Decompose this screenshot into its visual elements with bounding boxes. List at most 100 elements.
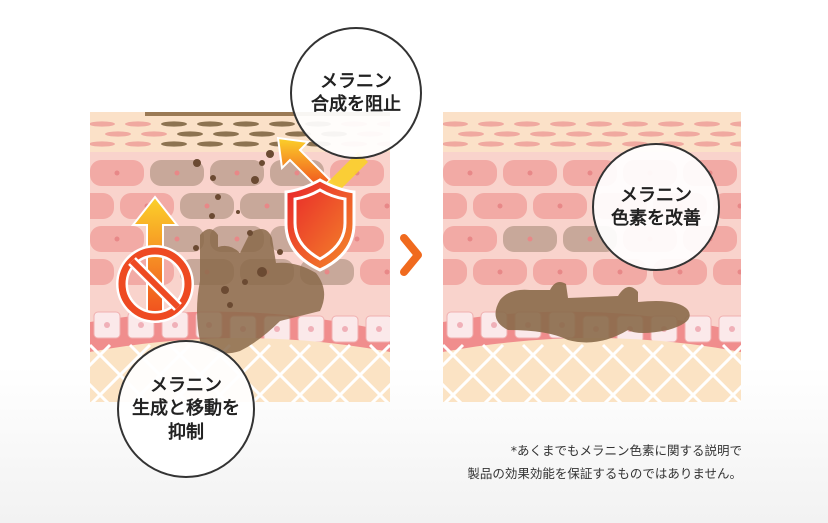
- cell-nucleus: [204, 203, 210, 209]
- dermis-fiber: [763, 345, 823, 405]
- cell-nucleus: [587, 236, 593, 242]
- melanin-cluster-after: [495, 282, 690, 343]
- corneum-cell: [458, 131, 484, 137]
- corneum-cell: [478, 141, 504, 147]
- corneum-cell: [125, 141, 151, 147]
- epidermal-cell: [90, 259, 114, 285]
- epidermal-cell: [390, 160, 444, 186]
- skin-panel-after: [438, 112, 828, 405]
- cell-nucleus: [384, 269, 390, 275]
- epidermal-cell: [713, 259, 741, 285]
- corneum-cell: [90, 121, 115, 127]
- corneum-cell: [602, 131, 628, 137]
- cell-nucleus: [85, 270, 90, 275]
- cell-nucleus: [438, 204, 443, 209]
- deflected-arrow-left-icon: [276, 136, 332, 192]
- cell-nucleus: [174, 170, 180, 176]
- bubble-line: 生成と移動を: [132, 398, 240, 420]
- epidermal-cell: [30, 226, 84, 252]
- melanin-particle: [193, 159, 201, 167]
- melanin-particle: [215, 194, 221, 200]
- corneum-cell: [443, 121, 468, 127]
- corneum-cell: [249, 131, 275, 137]
- cell-nucleus: [415, 171, 420, 176]
- melanin-particle: [242, 279, 248, 285]
- corneum-cell: [478, 121, 504, 127]
- cell-nucleus: [114, 236, 120, 242]
- cell-nucleus: [557, 269, 563, 275]
- cell-nucleus: [677, 269, 683, 275]
- melanin-particle: [193, 245, 199, 251]
- cell-nucleus: [174, 236, 180, 242]
- melanin-particle: [259, 160, 265, 166]
- corneum-cell: [730, 141, 741, 147]
- chevron-right-icon: [400, 234, 422, 276]
- cell-nucleus: [497, 269, 503, 275]
- corneum-cell: [514, 141, 540, 147]
- dermis-fiber: [370, 382, 390, 402]
- bubble-improve-pigment: メラニン 色素を改善: [592, 143, 720, 271]
- disclaimer: *あくまでもメラニン色素に関する説明で 製品の効果効能を保証するものではありませ…: [467, 440, 742, 485]
- dermis-fiber: [10, 345, 70, 405]
- melanin-particle: [221, 286, 229, 294]
- cell-nucleus: [527, 236, 533, 242]
- bubble-line: 抑制: [168, 421, 204, 443]
- epidermal-cell: [743, 160, 797, 186]
- cell-nucleus: [55, 237, 60, 242]
- melanin-particle: [210, 175, 216, 181]
- dermis-fiber: [803, 345, 828, 405]
- bubble-line: メラニン: [320, 70, 392, 92]
- prohibited-icon: [116, 245, 194, 323]
- cell-nucleus: [527, 170, 533, 176]
- cell-nucleus: [324, 269, 330, 275]
- corneum-cell: [90, 141, 115, 147]
- corneum-cell: [710, 131, 736, 137]
- cell-nucleus: [85, 204, 90, 209]
- cell-nucleus: [354, 236, 360, 242]
- cell-nucleus: [768, 237, 773, 242]
- dermis-fiber: [723, 384, 741, 402]
- corneum-cell: [197, 121, 223, 127]
- cell-nucleus: [104, 322, 110, 328]
- bubble-line: メラニン: [620, 184, 692, 206]
- corneum-cell: [494, 131, 520, 137]
- dermis-fiber: [721, 343, 741, 366]
- melanin-particles: [193, 150, 283, 308]
- corneum-cell: [443, 141, 468, 147]
- melanin-cluster-before: [197, 229, 325, 354]
- dermis-fiber: [763, 345, 823, 405]
- cell-nucleus: [342, 326, 348, 332]
- corneum-cell: [694, 141, 720, 147]
- disclaimer-line: 製品の効果効能を保証するものではありません。: [467, 465, 742, 481]
- cell-nucleus: [467, 236, 473, 242]
- corneum-cell: [233, 141, 259, 147]
- bubble-suppress-generation: メラニン 生成と移動を 抑制: [117, 340, 255, 478]
- upward-arrow-icon: [130, 195, 180, 321]
- cell-nucleus: [274, 326, 280, 332]
- corneum-cell: [566, 131, 592, 137]
- bubble-line: 合成を阻止: [311, 94, 401, 115]
- cell-nucleus: [587, 170, 593, 176]
- corneum-cell: [125, 121, 151, 127]
- corneum-cell: [233, 121, 259, 127]
- epidermal-cell: [713, 193, 741, 219]
- epidermal-cell: [443, 193, 467, 219]
- corneum-cell: [694, 121, 720, 127]
- cell-nucleus: [798, 204, 803, 209]
- corneum-cell: [161, 121, 187, 127]
- corneum-cell: [550, 141, 576, 147]
- cell-nucleus: [497, 203, 503, 209]
- bubble-line: メラニン: [150, 374, 222, 396]
- corneum-cell: [514, 121, 540, 127]
- corneum-cell: [746, 131, 772, 136]
- melanin-particle: [277, 249, 283, 255]
- cell-nucleus: [737, 203, 741, 209]
- cell-nucleus: [234, 236, 240, 242]
- corneum-cell: [730, 121, 741, 127]
- cell-nucleus: [457, 322, 463, 328]
- cell-nucleus: [234, 170, 240, 176]
- cell-nucleus: [138, 322, 144, 328]
- corneum-cell: [674, 131, 700, 137]
- corneum-cell: [550, 121, 576, 127]
- corneum-cell: [530, 131, 556, 137]
